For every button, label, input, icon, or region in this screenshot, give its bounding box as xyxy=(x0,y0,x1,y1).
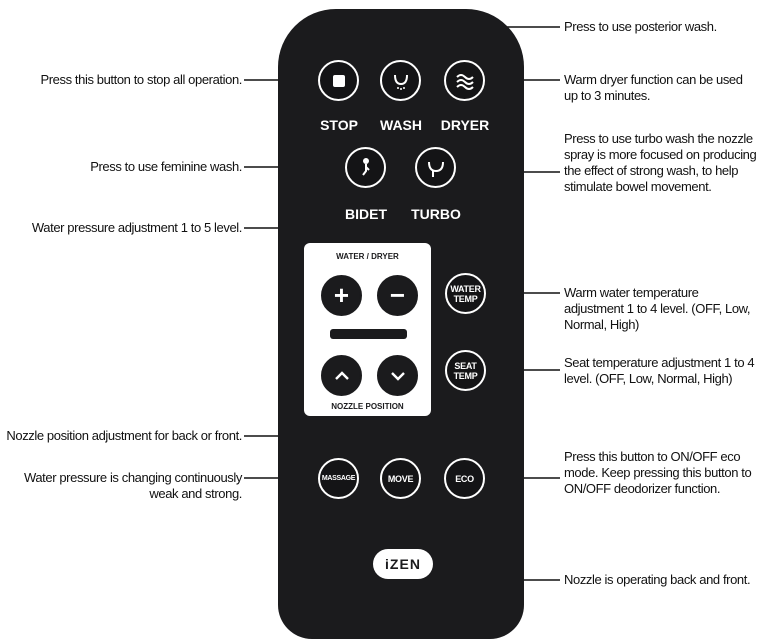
seat-temp-button[interactable]: SEAT TEMP xyxy=(445,350,486,391)
water-temp-button[interactable]: WATER TEMP xyxy=(445,273,486,314)
turbo-button[interactable] xyxy=(415,147,456,188)
move-label: MOVE xyxy=(387,473,414,484)
square-stop-icon xyxy=(332,74,345,87)
annotation-nozzle: Nozzle position adjustment for back or f… xyxy=(6,428,242,443)
annotation-water-temp: Warm water temperature adjustment 1 to 4… xyxy=(564,285,751,332)
dryer-label: DRYER xyxy=(440,117,490,133)
plus-button[interactable]: + xyxy=(321,275,362,316)
annotation-pressure: Water pressure adjustment 1 to 5 level. xyxy=(31,220,242,235)
annotation-eco: Press this button to ON/OFF eco mode. Ke… xyxy=(564,449,752,496)
stop-label: STOP xyxy=(320,117,358,133)
wash-button[interactable] xyxy=(380,60,421,101)
dryer-button[interactable] xyxy=(444,60,485,101)
annotation-stop: Press this button to stop all operation. xyxy=(40,72,242,87)
turbo-nozzle-icon xyxy=(427,161,444,177)
panel-divider xyxy=(330,329,407,339)
nozzle-position-caption: NOZZLE POSITION xyxy=(331,402,404,411)
annotation-massage: Water pressure is changing continuously … xyxy=(23,470,242,501)
chevron-down-icon xyxy=(390,371,405,381)
annotation-dryer: Warm dryer function can be used up to 3 … xyxy=(564,72,743,103)
annotation-bidet: Press to use feminine wash. xyxy=(90,159,242,174)
water-temp-label: WATER TEMP xyxy=(450,283,481,304)
annotation-turbo: Press to use turbo wash the nozzle spray… xyxy=(564,131,757,194)
eco-label: ECO xyxy=(455,473,474,484)
izen-logo: iZEN xyxy=(373,549,433,579)
eco-button[interactable]: ECO xyxy=(444,458,485,499)
water-dryer-caption: WATER / DRYER xyxy=(336,252,399,261)
posterior-wash-icon xyxy=(393,74,408,90)
massage-button[interactable]: MASSAGE xyxy=(318,458,359,499)
chevron-up-icon xyxy=(334,370,349,380)
annotation-seat-temp: Seat temperature adjustment 1 to 4 level… xyxy=(564,355,755,386)
bidet-label: BIDET xyxy=(345,206,387,222)
seat-temp-label: SEAT TEMP xyxy=(453,360,478,381)
turbo-label: TURBO xyxy=(411,206,461,222)
nozzle-up-button[interactable] xyxy=(321,355,362,396)
stop-button[interactable] xyxy=(318,60,359,101)
minus-button[interactable]: − xyxy=(377,275,418,316)
wash-label: WASH xyxy=(380,117,422,133)
annotation-move: Nozzle is operating back and front. xyxy=(564,572,751,587)
wavy-air-icon xyxy=(455,73,474,90)
annotation-wash: Press to use posterior wash. xyxy=(564,19,717,34)
bidet-button[interactable] xyxy=(345,147,386,188)
massage-label: MASSAGE xyxy=(321,474,356,482)
move-button[interactable]: MOVE xyxy=(380,458,421,499)
nozzle-down-button[interactable] xyxy=(377,355,418,396)
feminine-wash-icon xyxy=(361,157,370,176)
